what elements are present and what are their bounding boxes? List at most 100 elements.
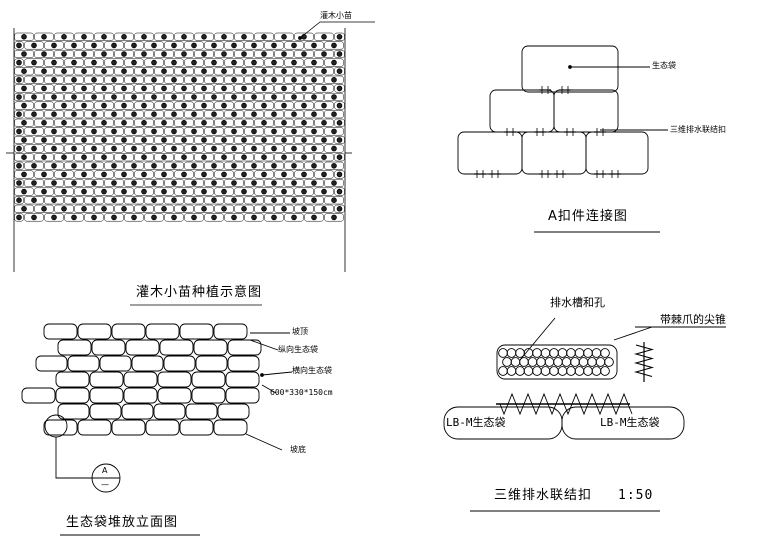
seedling-dot — [61, 137, 67, 143]
brick — [254, 32, 274, 41]
ecobag — [193, 339, 228, 356]
brick — [144, 161, 164, 170]
drain-hole — [570, 357, 580, 367]
ecobag — [99, 355, 132, 372]
brick — [54, 118, 74, 127]
ecobag — [89, 387, 124, 404]
seedling-dot — [201, 206, 207, 212]
drain-hole — [587, 357, 597, 367]
seedling-dot — [261, 206, 267, 212]
seedling-dot — [121, 137, 127, 143]
brick — [164, 161, 184, 170]
seedling-dot — [291, 180, 297, 186]
seedling-dot — [161, 137, 167, 143]
brick — [184, 75, 204, 84]
seedling-dot — [291, 163, 297, 169]
seedling-dot — [151, 59, 157, 66]
elevation-title: 生态袋堆放立面图 — [66, 515, 179, 530]
brick — [294, 67, 314, 76]
brick — [134, 170, 154, 179]
seedling-dot — [141, 85, 147, 92]
seedling-dot — [281, 68, 287, 74]
brick — [204, 213, 224, 222]
seedling-dot — [41, 206, 47, 212]
brick — [214, 204, 234, 213]
seedling-dot — [31, 180, 37, 186]
brick — [214, 153, 234, 162]
seedling-dot — [191, 111, 197, 117]
brick — [264, 75, 284, 84]
brick — [94, 49, 114, 59]
seedling-dot — [16, 128, 22, 135]
seedling-dot — [81, 137, 87, 143]
seedling-dot — [151, 42, 157, 49]
brick — [54, 170, 74, 179]
ecobag — [55, 387, 90, 404]
ecobag — [125, 339, 160, 356]
brick — [184, 144, 204, 153]
brick — [94, 118, 114, 127]
seedling-dot — [211, 145, 217, 152]
ecobag — [57, 339, 92, 356]
seedling-dot — [16, 77, 22, 83]
seedling-dot — [311, 42, 317, 49]
brick — [114, 67, 134, 76]
brick — [174, 153, 194, 162]
ecobag — [179, 419, 214, 436]
seedling-dot — [261, 33, 267, 40]
seedling-dot — [311, 94, 317, 100]
ecobag — [227, 355, 260, 372]
seedling-dot — [161, 68, 167, 74]
seedling-dot — [241, 102, 247, 109]
seedling-dot — [336, 33, 343, 40]
seedling-dot — [301, 188, 307, 195]
seedling-dot — [131, 128, 137, 135]
brick — [154, 118, 174, 127]
slope-top-label: 坡顶 — [292, 327, 308, 336]
brick — [224, 161, 244, 170]
seedling-dot — [81, 206, 87, 212]
seedling-dot — [16, 214, 22, 221]
seedling-dot — [21, 154, 27, 161]
drain-hole — [600, 366, 610, 376]
seedling-dot — [111, 145, 117, 152]
seedling-dot — [321, 68, 327, 74]
brick — [194, 67, 214, 76]
brick — [94, 32, 114, 41]
seedling-dot — [211, 197, 217, 204]
ecobag — [213, 323, 248, 340]
seedling-dot — [201, 154, 207, 161]
seedling-dot — [21, 188, 27, 195]
seedling-dot — [281, 188, 287, 195]
seedling-dot — [71, 128, 77, 135]
seedling-dot — [111, 214, 117, 221]
seedling-dot — [101, 206, 107, 212]
seedling-dot — [331, 197, 337, 204]
brick — [204, 92, 224, 102]
brick — [64, 75, 84, 84]
brick — [154, 84, 174, 93]
drain-hole — [566, 366, 576, 376]
seedling-dot — [151, 128, 157, 135]
brick — [254, 170, 274, 179]
seedling-dot — [211, 111, 217, 117]
brick — [174, 118, 194, 127]
seedling-dot — [211, 128, 217, 135]
planting-brick-rows — [14, 32, 345, 222]
seedling-dot — [321, 85, 327, 92]
size-leader — [261, 384, 277, 394]
brick — [274, 170, 294, 179]
seedling-dot — [61, 120, 67, 126]
seedling-dot — [151, 163, 157, 169]
bag-middle-right — [553, 89, 619, 133]
seedling-dot — [221, 85, 227, 92]
seedling-dot — [301, 120, 307, 126]
brick — [74, 170, 94, 179]
seedling-dot — [111, 94, 117, 100]
seedling-dot — [201, 137, 207, 143]
brick — [224, 213, 244, 222]
drain-hole — [506, 366, 517, 376]
seedling-dot — [211, 94, 217, 100]
seedling-dot — [321, 120, 327, 126]
bag-size-label: 600*330*150cm — [270, 388, 333, 397]
